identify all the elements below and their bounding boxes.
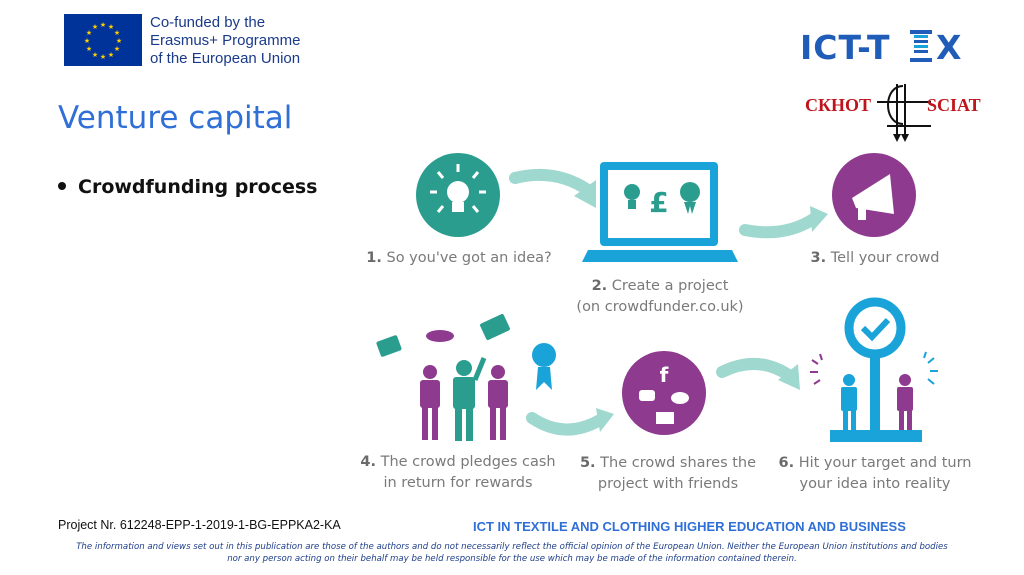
project-number: Project Nr. 612248-EPP-1-2019-1-BG-EPPKA… [58,518,341,532]
step-6-text-line1: Hit your target and turn [798,455,972,471]
bullet-text: Crowdfunding process [78,176,318,198]
eu-flag-icon: ★★★ ★★★ ★★★ ★★★ [64,14,142,66]
step-5-number: 5. [579,455,596,471]
svg-text:★: ★ [86,29,92,37]
step-3-number: 3. [810,250,827,266]
svg-text:★: ★ [84,37,90,45]
svg-text:★: ★ [114,29,120,37]
sciat-logo: СКНОТ SCIAT [805,80,981,142]
sciat-left-text: СКНОТ [805,95,872,115]
svg-text:★: ★ [92,51,98,59]
social-share-icon: f [622,351,706,435]
step-2-label: 2. Create a project (on crowdfunder.co.u… [560,276,760,318]
step-6-text-line2: your idea into reality [799,476,951,492]
step-1-number: 1. [366,250,382,266]
svg-text:★: ★ [108,23,114,31]
svg-text:★: ★ [114,45,120,53]
slide-title: Venture capital [58,100,293,136]
sciat-right-text: SCIAT [927,95,981,115]
pound-symbol: £ [649,186,668,219]
step-5-label: 5. The crowd shares the project with fri… [570,453,766,495]
facebook-f-glyph: f [660,363,669,387]
step-2-number: 2. [591,278,608,294]
bullet-dot [58,181,66,190]
eu-line-2: Erasmus+ Programme [150,32,301,49]
step-3-text-line1: Tell your crowd [830,250,940,266]
svg-text:ICT-T: ICT-T [800,28,891,66]
svg-text:★: ★ [116,37,122,45]
step-5-text-line1: The crowd shares the [600,455,757,471]
step-4-number: 4. [360,454,376,470]
step-4-text-line2: in return for rewards [383,475,533,491]
svg-text:★: ★ [92,23,98,31]
megaphone-icon [832,153,916,237]
step-3-label: 3. Tell your crowd [800,248,950,269]
svg-text:X: X [936,28,962,66]
step-1-text-line1: So you've got an idea? [386,250,552,266]
step-6-label: 6. Hit your target and turn your idea in… [770,453,980,495]
laptop-icon: £ [582,162,738,262]
svg-text:★: ★ [86,45,92,53]
lightbulb-icon [416,153,500,237]
step-2-text-line2: (on crowdfunder.co.uk) [576,299,744,315]
eu-line-3: of the European Union [150,50,301,67]
svg-text:★: ★ [100,53,106,61]
svg-text:★: ★ [108,51,114,59]
step-5-text-line2: project with friends [597,476,739,492]
footer-title: ICT IN TEXTILE AND CLOTHING HIGHER EDUCA… [473,519,906,534]
step-4-text-line1: The crowd pledges cash [380,454,556,470]
bullet-item: Crowdfunding process [58,176,318,198]
step-1-label: 1. So you've got an idea? [364,248,554,269]
target-tower-icon [810,297,938,442]
spool-icon [910,30,932,62]
step-2-text-line1: Create a project [611,278,729,294]
ict-tex-logo: ICT-T X [800,26,976,75]
svg-text:★: ★ [100,21,106,29]
eu-line-1: Co-funded by the [150,14,266,31]
crowdfunding-infographic: £ [360,150,980,500]
crowd-icon [376,314,556,441]
disclaimer-text: The information and views set out in thi… [76,542,948,564]
step-4-label: 4. The crowd pledges cash in return for … [360,452,556,494]
eu-cofunded-text: Co-funded by the Erasmus+ Programme of t… [150,14,300,68]
step-6-number: 6. [778,455,795,471]
